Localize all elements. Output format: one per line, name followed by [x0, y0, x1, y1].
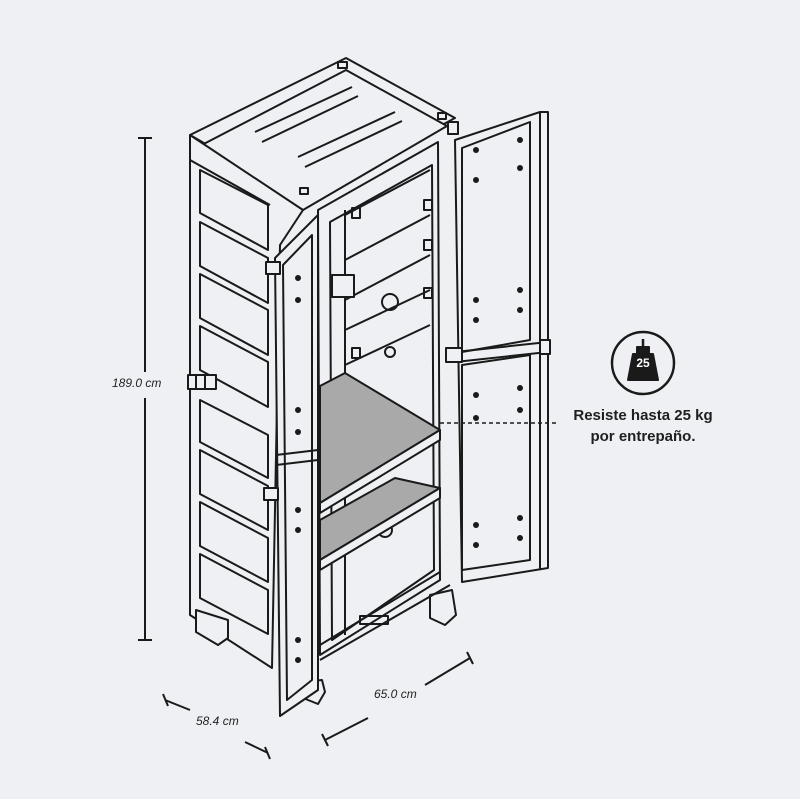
width-dimension-line — [321, 651, 474, 747]
cabinet-legs — [195, 589, 457, 705]
weight-badge — [610, 330, 676, 396]
height-dimension-line — [138, 137, 152, 641]
left-side-panels — [187, 169, 269, 635]
shelves — [319, 372, 451, 661]
depth-dimension-line — [162, 693, 271, 760]
right-door — [445, 111, 551, 583]
weight-badge-value: 25 — [636, 356, 650, 370]
door-holes — [295, 137, 523, 663]
width-label: 65.0 cm — [374, 687, 417, 701]
cabinet-top — [189, 57, 456, 211]
load-callout-line1: Resiste hasta 25 kg — [573, 407, 713, 424]
depth-label: 58.4 cm — [196, 714, 239, 728]
height-label: 189.0 cm — [112, 376, 162, 390]
load-callout-line2: por entrepaño. — [590, 428, 696, 445]
load-callout: Resiste hasta 25 kg por entrepaño. — [553, 405, 733, 447]
left-door — [263, 214, 319, 717]
